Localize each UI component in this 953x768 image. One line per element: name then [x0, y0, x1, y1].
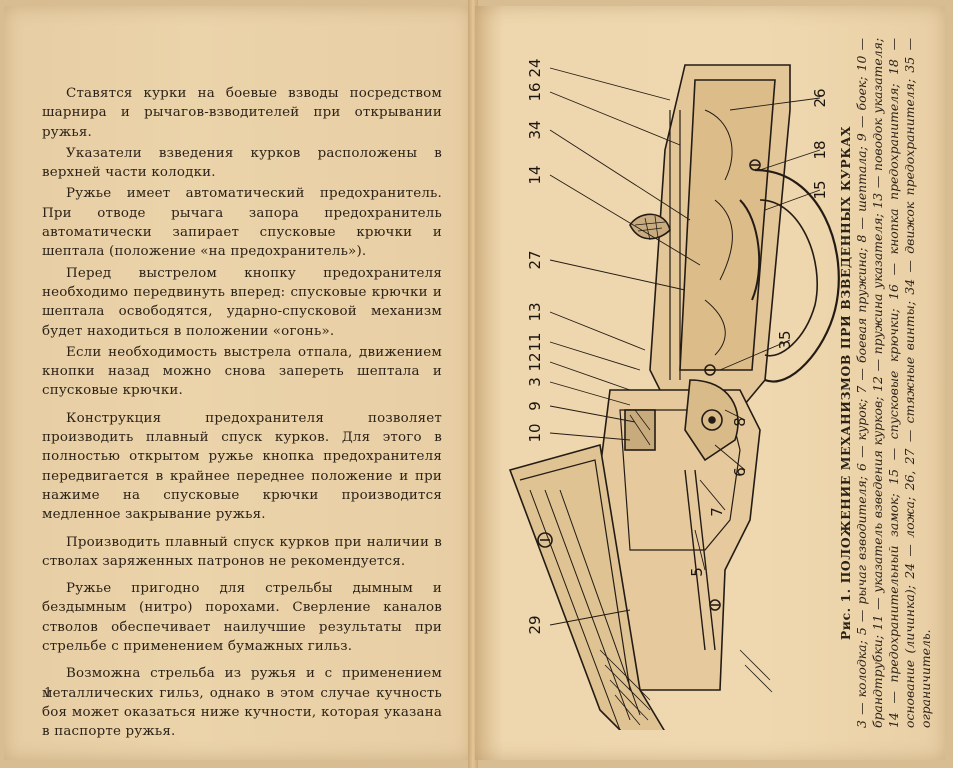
- callout-9: 9: [526, 401, 544, 411]
- callout-35: 35: [776, 330, 794, 349]
- callout-29: 29: [526, 615, 544, 634]
- body-text: Ставятся курки на боевые взводы посредст…: [42, 84, 442, 744]
- callout-14: 14: [526, 165, 544, 184]
- callout-11: 11: [526, 332, 544, 351]
- paragraph: Возможна стрельба из ружья и с применени…: [42, 666, 442, 740]
- paragraph: Производить плавный спуск курков при нал…: [42, 534, 442, 569]
- paragraph: Перед выстрелом кнопку предохранителя не…: [42, 265, 442, 339]
- paragraph: Ставятся курки на боевые взводы посредст…: [42, 86, 442, 140]
- callout-3: 3: [526, 377, 544, 387]
- callout-6: 6: [731, 467, 749, 477]
- paragraph: Ружье пригодно для стрельбы дымным и без…: [42, 581, 442, 655]
- callout-15: 15: [811, 180, 829, 199]
- callout-24: 24: [526, 58, 544, 77]
- callout-13: 13: [526, 302, 544, 321]
- figure-caption: Рис. 1. ПОЛОЖЕНИЕ МЕХАНИЗМОВ ПРИ ВЗВЕДЕН…: [838, 38, 938, 728]
- callout-18: 18: [811, 140, 829, 159]
- callout-8: 8: [731, 417, 749, 427]
- callout-12: 12: [526, 352, 544, 371]
- callout-27: 27: [526, 250, 544, 269]
- paragraph: Указатели взведения курков расположены в…: [42, 145, 442, 181]
- book-gutter: [468, 0, 478, 768]
- callout-26: 26: [811, 88, 829, 107]
- callout-34: 34: [526, 120, 544, 139]
- left-page: Ставятся курки на боевые взводы посредст…: [4, 6, 472, 760]
- callout-10: 10: [526, 423, 544, 442]
- caption-title: Рис. 1. ПОЛОЖЕНИЕ МЕХАНИЗМОВ ПРИ ВЗВЕДЕН…: [838, 125, 853, 641]
- paragraph: Ружье имеет автоматический предохранител…: [42, 186, 442, 260]
- paragraph: Если необходимость выстрела отпала, движ…: [42, 344, 442, 399]
- paragraph: Конструкция предохранителя позволяет про…: [42, 410, 442, 523]
- callout-7: 7: [708, 507, 726, 517]
- callout-16: 16: [526, 82, 544, 101]
- callout-5: 5: [688, 567, 706, 577]
- caption-legend: 3 — колодка; 5 — рычаг взводителя; 6 — к…: [854, 38, 933, 728]
- page-number: 1: [44, 686, 53, 701]
